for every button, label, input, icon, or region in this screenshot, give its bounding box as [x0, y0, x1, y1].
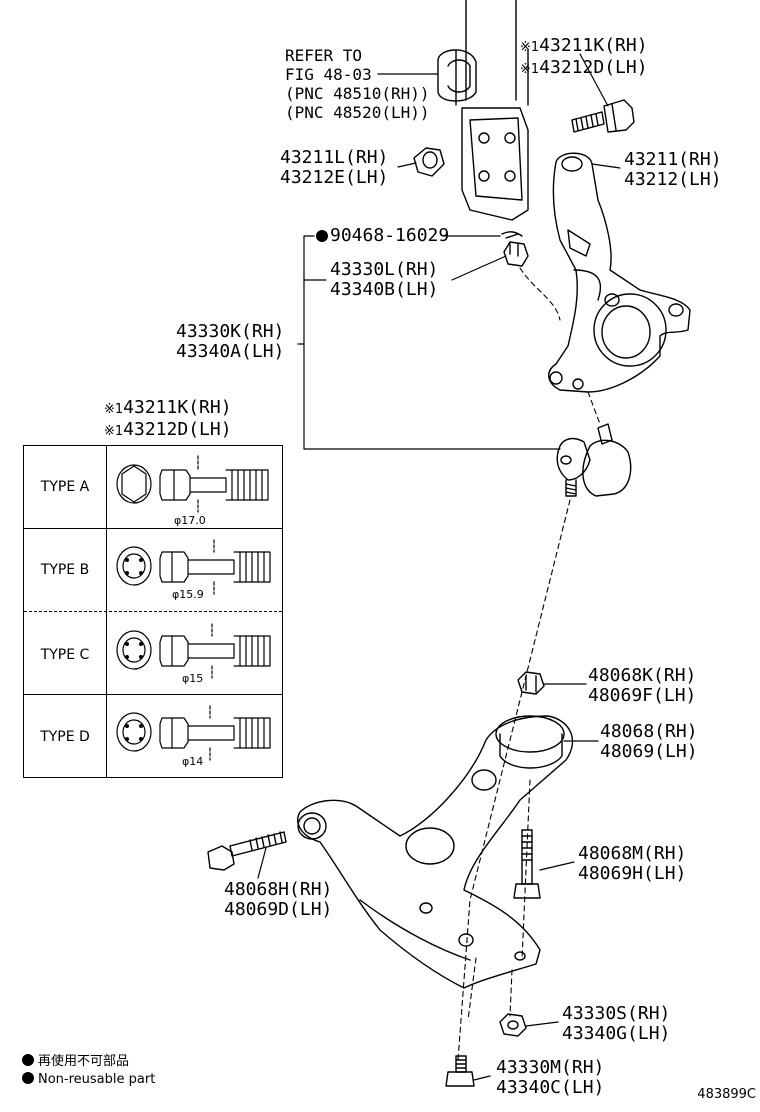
part-number-rh: 43211L(RH) — [280, 147, 389, 168]
assembly-guide-lines — [457, 267, 601, 1061]
callout-43211K-top: ※143211K(RH) ※143212D(LH) — [520, 36, 648, 80]
non-reusable-marker-icon — [316, 230, 328, 242]
legend-jp-text: 再使用不可部品 — [38, 1054, 130, 1069]
table-row-diameter: φ17.0 — [174, 514, 206, 527]
part-number-lh: 43212D(LH) — [539, 57, 648, 78]
cotter-pin-90468-icon — [501, 231, 523, 239]
strut-assembly — [437, 0, 529, 221]
legend-en: Non-reusable part — [22, 1072, 155, 1087]
figure-code: 483899C — [697, 1087, 756, 1102]
part-number-lh: 43212E(LH) — [280, 167, 389, 188]
refer-to-note: REFER TO FIG 48-03 (PNC 48510(RH)) (PNC … — [285, 46, 430, 122]
callout-48068H: 48068H(RH) 48069D(LH) — [224, 880, 332, 920]
part-number: 90468-16029 — [330, 225, 450, 246]
legend-en-text: Non-reusable part — [38, 1072, 156, 1087]
part-number-lh: 48069D(LH) — [224, 899, 333, 920]
callout-48068: 48068(RH) 48069(LH) — [600, 722, 698, 762]
non-reusable-dot-icon — [22, 1054, 34, 1066]
callout-43211K-table: ※143211K(RH) ※143212D(LH) — [104, 398, 232, 442]
part-number-lh: 48069(LH) — [600, 741, 698, 762]
refer-line-2: FIG 48-03 — [285, 65, 372, 84]
part-number-lh: 43340C(LH) — [496, 1077, 605, 1098]
nut-48068K-icon — [517, 671, 545, 695]
castle-nut-43330L-icon — [503, 241, 529, 267]
refer-line-4: (PNC 48520(LH)) — [285, 103, 430, 122]
callout-prefix: ※1 — [520, 62, 540, 77]
callout-43330S: 43330S(RH) 43340G(LH) — [562, 1004, 670, 1044]
legend-jp: 再使用不可部品 — [22, 1050, 129, 1069]
table-row-diameter: φ15.9 — [172, 588, 204, 601]
part-number-rh: 43211K(RH) — [539, 35, 648, 56]
bolt-43330M-icon — [445, 1055, 475, 1087]
part-number-lh: 48069H(LH) — [578, 863, 687, 884]
part-number-rh: 43330L(RH) — [330, 259, 439, 280]
callout-43330M: 43330M(RH) 43340C(LH) — [496, 1058, 604, 1098]
part-number-lh: 43212(LH) — [624, 169, 722, 190]
part-number-rh: 48068M(RH) — [578, 843, 687, 864]
table-row-type: TYPE A — [40, 479, 90, 495]
callout-43330K: 43330K(RH) 43340A(LH) — [176, 322, 284, 362]
steering-knuckle-icon — [548, 152, 691, 393]
part-number-rh: 43330S(RH) — [562, 1003, 671, 1024]
table-row-divider — [24, 694, 282, 695]
part-number-lh: 43340B(LH) — [330, 279, 439, 300]
ball-joint-43330K-icon — [556, 423, 632, 497]
refer-line-1: REFER TO — [285, 46, 363, 65]
part-number-rh: 43330K(RH) — [176, 321, 285, 342]
part-number-rh: 48068K(RH) — [588, 665, 697, 686]
leader-lines — [257, 53, 621, 1081]
callout-48068K: 48068K(RH) 48069F(LH) — [588, 666, 696, 706]
nut-43330S-icon — [499, 1013, 527, 1037]
callout-43211L: 43211L(RH) 43212E(LH) — [280, 148, 388, 188]
table-bolt-drawings — [116, 455, 271, 761]
bolt-43211K-icon — [571, 99, 635, 133]
callout-90468: 90468-16029 — [330, 226, 449, 246]
callout-43211: 43211(RH) 43212(LH) — [624, 150, 722, 190]
callout-48068M: 48068M(RH) 48069H(LH) — [578, 844, 686, 884]
non-reusable-dot-icon — [22, 1072, 34, 1084]
table-row-diameter: φ14 — [182, 755, 204, 768]
part-number-rh: 48068H(RH) — [224, 879, 333, 900]
table-row-diameter: φ15 — [182, 672, 204, 685]
callout-43330L: 43330L(RH) 43340B(LH) — [330, 260, 438, 300]
part-number-rh: 43330M(RH) — [496, 1057, 605, 1078]
lower-control-arm-icon — [297, 715, 574, 989]
part-number-lh: 43340A(LH) — [176, 341, 285, 362]
part-number-rh: 43211(RH) — [624, 149, 722, 170]
table-row-type: TYPE B — [40, 562, 90, 578]
table-row-divider — [24, 611, 282, 612]
nut-43211L-icon — [413, 147, 445, 177]
callout-prefix: ※1 — [104, 402, 124, 417]
part-number-lh: 43340G(LH) — [562, 1023, 671, 1044]
part-number-rh: 48068(RH) — [600, 721, 698, 742]
table-row-divider — [24, 528, 282, 529]
bolt-48068H-icon — [207, 831, 287, 871]
part-number-lh: 48069F(LH) — [588, 685, 697, 706]
table-row-type: TYPE C — [40, 647, 90, 663]
part-number-lh: 43212D(LH) — [123, 419, 232, 440]
part-number-rh: 43211K(RH) — [123, 397, 232, 418]
bolt-48068M-icon — [513, 829, 541, 899]
callout-prefix: ※1 — [520, 40, 540, 55]
table-row-type: TYPE D — [40, 729, 90, 745]
callout-prefix: ※1 — [104, 424, 124, 439]
bolt-type-table: TYPE A TYPE B TYPE C TYPE D — [23, 445, 283, 778]
refer-line-3: (PNC 48510(RH)) — [285, 84, 430, 103]
